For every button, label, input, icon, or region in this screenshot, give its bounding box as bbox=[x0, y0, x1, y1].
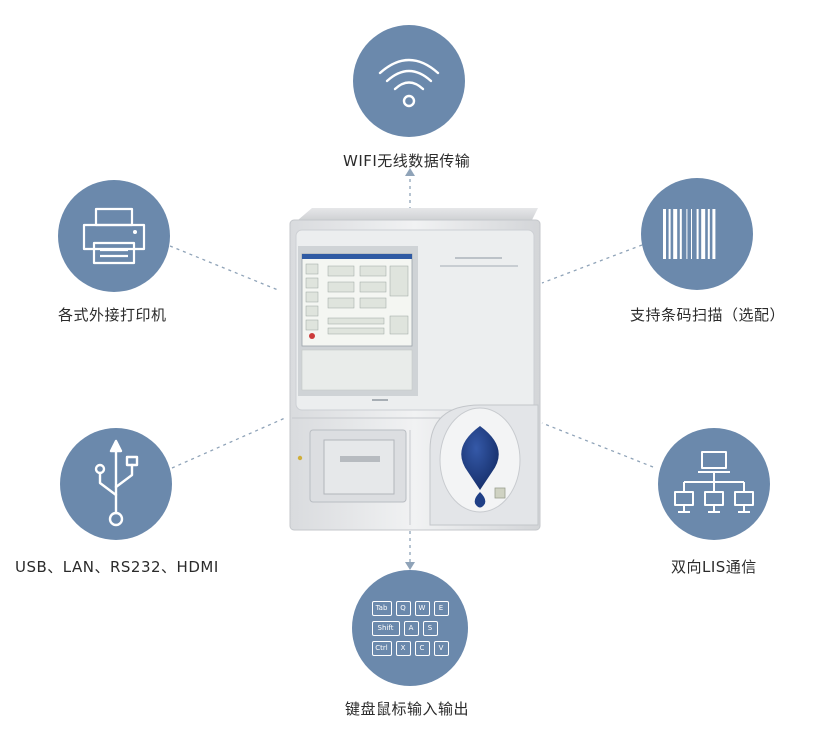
key-v: V bbox=[433, 640, 449, 656]
wifi-circle bbox=[353, 25, 465, 137]
key-s: S bbox=[422, 620, 438, 636]
feature-label-printer: 各式外接打印机 bbox=[58, 306, 167, 324]
printer-circle bbox=[58, 180, 170, 292]
key-x: X bbox=[395, 640, 411, 656]
key-a: A bbox=[403, 620, 419, 636]
key-tab: Tab bbox=[371, 600, 392, 616]
device-top bbox=[298, 208, 538, 220]
hematology-analyzer bbox=[289, 208, 541, 531]
keyboard-icon: Tab Q W E Shift A S Ctrl X C V bbox=[371, 600, 449, 656]
screen-app-grid bbox=[305, 263, 409, 335]
key-shift: Shift bbox=[371, 620, 400, 636]
sample-drop-icon bbox=[461, 426, 499, 490]
arrow-head-keyboard bbox=[405, 562, 415, 570]
feature-label-wifi: WIFI无线数据传输 bbox=[343, 152, 471, 170]
lis-circle bbox=[658, 428, 770, 540]
feature-label-usb: USB、LAN、RS232、HDMI bbox=[15, 558, 219, 576]
barcode-icon bbox=[663, 209, 716, 259]
connector-usb bbox=[171, 417, 286, 469]
network-icon bbox=[674, 451, 754, 513]
wifi-icon bbox=[378, 58, 440, 108]
sample-button bbox=[494, 487, 506, 499]
barcode-bar bbox=[673, 209, 678, 259]
connector-printer bbox=[169, 245, 279, 291]
printer-icon bbox=[82, 207, 146, 265]
barcode-bar bbox=[712, 209, 716, 259]
small-drop-icon bbox=[474, 492, 486, 508]
key-e: E bbox=[433, 600, 449, 616]
screen-lower-area bbox=[301, 349, 413, 391]
usb-circle bbox=[60, 428, 172, 540]
keyboard-row-2: Shift A S bbox=[371, 620, 449, 636]
barcode-bar bbox=[707, 209, 710, 259]
barcode-bar bbox=[696, 209, 699, 259]
barcode-bar bbox=[686, 209, 688, 259]
keyboard-row-3: Ctrl X C V bbox=[371, 640, 449, 656]
screen-titlebar bbox=[302, 254, 412, 259]
key-w: W bbox=[414, 600, 430, 616]
barcode-bar bbox=[668, 209, 671, 259]
usb-icon bbox=[94, 439, 139, 527]
keyboard-circle: Tab Q W E Shift A S Ctrl X C V bbox=[352, 570, 468, 686]
printer-paper-slot bbox=[340, 456, 380, 462]
printer-slot bbox=[323, 439, 395, 495]
feature-label-lis: 双向LIS通信 bbox=[671, 558, 757, 576]
key-q: Q bbox=[395, 600, 411, 616]
keyboard-row-1: Tab Q W E bbox=[371, 600, 449, 616]
barcode-bar bbox=[679, 209, 682, 259]
barcode-circle bbox=[641, 178, 753, 290]
feature-label-keyboard: 键盘鼠标输入输出 bbox=[345, 700, 470, 718]
barcode-bar bbox=[663, 209, 666, 259]
barcode-bar bbox=[701, 209, 706, 259]
power-indicator bbox=[297, 455, 303, 461]
key-c: C bbox=[414, 640, 430, 656]
feature-label-barcode: 支持条码扫描（选配） bbox=[630, 306, 786, 324]
key-ctrl: Ctrl bbox=[371, 640, 392, 656]
screen-alert-icon bbox=[309, 333, 315, 339]
barcode-bar bbox=[691, 209, 692, 259]
